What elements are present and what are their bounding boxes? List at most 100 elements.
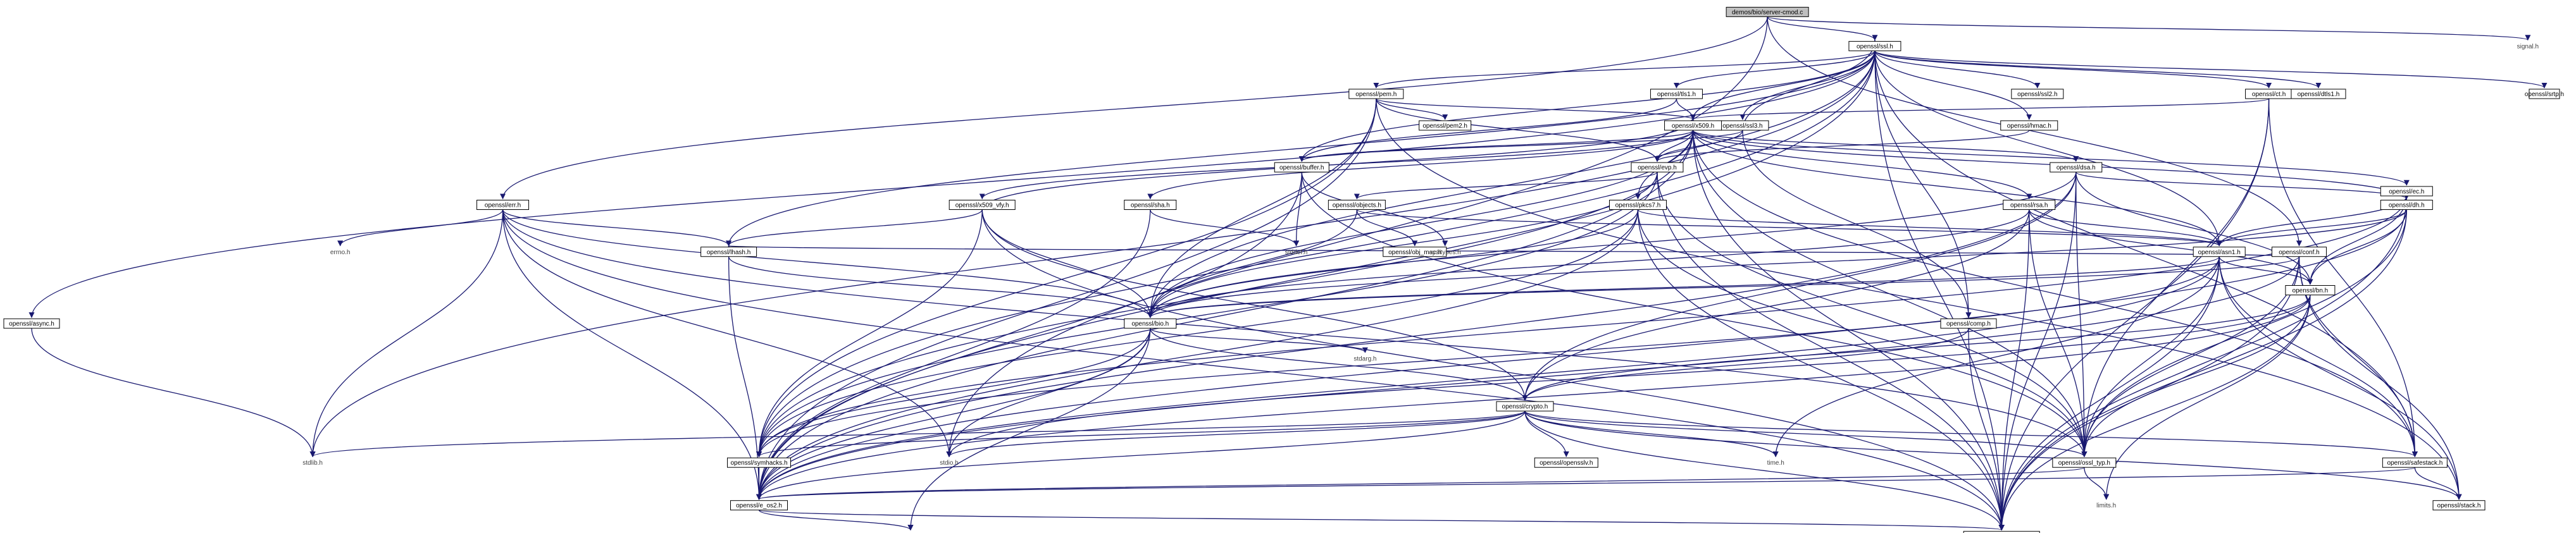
node-x509-vfy[interactable]: openssl/x509_vfy.h	[949, 200, 1016, 210]
node-dh-box	[2380, 200, 2433, 210]
edge-crypto-to-stack	[1524, 410, 2462, 500]
node-pkcs7[interactable]: openssl/pkcs7.h	[1608, 200, 1667, 210]
edge-bn-to-limits	[2103, 295, 2311, 500]
edge-ct-to-ossl_typ	[2081, 98, 2270, 458]
node-x509[interactable]: openssl/x509.h	[1664, 120, 1722, 131]
edges	[28, 16, 2548, 531]
edge-asn1-to-bn	[2218, 256, 2313, 285]
edge-ssl-to-hmac	[1874, 51, 2032, 120]
edge-bio-to-stdint	[907, 328, 1151, 531]
node-obj-mac[interactable]: openssl/obj_mac.h	[1383, 247, 1447, 257]
edge-buffer-to-stddef	[1293, 172, 1302, 247]
node-stdlib-label: stdlib.h	[302, 460, 323, 467]
node-pkcs7-box	[1608, 200, 1667, 210]
edge-x509-to-rsa	[1692, 130, 2032, 200]
node-pem2[interactable]: openssl/pem2.h	[1419, 120, 1472, 131]
edge-server_cmod-to-ssl	[1767, 16, 1878, 41]
node-sha-box	[1124, 200, 1177, 210]
node-ssl[interactable]: openssl/ssl.h	[1848, 40, 1901, 51]
node-tls1-label: openssl/tls1.h	[1657, 91, 1696, 98]
node-bn-box	[2285, 285, 2336, 295]
node-dtls1[interactable]: openssl/dtls1.h	[2291, 89, 2346, 99]
edge-asn1-to-bio	[1147, 256, 2220, 319]
node-lhash[interactable]: openssl/lhash.h	[700, 247, 757, 257]
node-crypto[interactable]: openssl/crypto.h	[1496, 401, 1554, 412]
node-server-cmod-label: demos/bio/server-cmod.c	[1732, 9, 1803, 16]
edge-ssl-to-ct	[1874, 50, 2272, 89]
edge-ct-to-opensslconf	[1998, 98, 2270, 531]
node-time: time.h	[1767, 460, 1784, 467]
edge-async-to-stdlib	[31, 328, 316, 458]
node-dh[interactable]: openssl/dh.h	[2380, 200, 2433, 210]
node-comp[interactable]: openssl/comp.h	[1940, 318, 1997, 329]
node-limits: limits.h	[2096, 503, 2116, 510]
edge-objects-to-asn1	[1356, 209, 2222, 247]
node-opensslv[interactable]: openssl/opensslv.h	[1534, 457, 1598, 468]
node-ct-label: openssl/ct.h	[2252, 91, 2286, 98]
node-bio-label: openssl/bio.h	[1131, 321, 1169, 328]
node-pem2-box	[1419, 120, 1472, 131]
node-e-os2-box	[730, 500, 788, 511]
edge-ossl_typ-to-limits	[2084, 467, 2110, 500]
edge-bn-to-e_os2	[756, 295, 2311, 500]
edge-buffer-to-ossl_typ	[1301, 172, 2088, 458]
edge-err-to-lhash	[502, 209, 732, 247]
node-stdlib: stdlib.h	[302, 460, 323, 467]
edge-x509_vfy-to-opensslconf	[981, 209, 2005, 531]
node-ssl3[interactable]: openssl/ssl3.h	[1716, 120, 1769, 131]
node-e-os2[interactable]: openssl/e_os2.h	[730, 500, 788, 511]
edge-bn-to-crypto	[1522, 295, 2311, 401]
node-conf[interactable]: openssl/conf.h	[2271, 247, 2327, 257]
edge-crypto-to-stdlib	[310, 410, 1526, 458]
node-rsa[interactable]: openssl/rsa.h	[2003, 200, 2056, 210]
node-server-cmod[interactable]: demos/bio/server-cmod.c	[1726, 6, 1809, 17]
node-opensslconf-box	[1963, 530, 2040, 533]
edge-crypto-to-time	[1524, 410, 1779, 458]
edge-conf-to-lhash	[727, 245, 2300, 257]
node-obj-mac-label: openssl/obj_mac.h	[1388, 249, 1441, 256]
edge-x509-to-asn1	[1692, 130, 2222, 247]
edge-x509_vfy-to-crypto	[981, 209, 1528, 401]
node-srtp[interactable]: openssl/srtp.h	[2525, 89, 2564, 99]
node-safestack[interactable]: openssl/safestack.h	[2382, 457, 2448, 468]
node-ct[interactable]: openssl/ct.h	[2245, 89, 2293, 99]
node-asn1[interactable]: openssl/asn1.h	[2193, 247, 2246, 257]
node-bio[interactable]: openssl/bio.h	[1124, 318, 1177, 329]
node-opensslconf[interactable]: openssl/opensslconf.h	[1963, 530, 2040, 533]
node-objects[interactable]: openssl/objects.h	[1328, 200, 1386, 210]
edge-x509_vfy-to-x509	[981, 119, 1696, 210]
node-evp[interactable]: openssl/evp.h	[1631, 162, 1684, 173]
node-bn[interactable]: openssl/bn.h	[2285, 285, 2336, 295]
node-hmac[interactable]: openssl/hmac.h	[2000, 120, 2058, 131]
edge-pem-to-pem2	[1376, 98, 1448, 120]
node-symhacks[interactable]: openssl/symhacks.h	[727, 457, 791, 468]
node-tls1[interactable]: openssl/tls1.h	[1650, 89, 1703, 99]
edge-x509-to-ec	[1692, 130, 2410, 186]
node-stddef-label: stddef.h	[1285, 249, 1308, 256]
edge-objects-to-obj_mac	[1356, 209, 1418, 247]
node-ossl-typ[interactable]: openssl/ossl_typ.h	[2052, 457, 2117, 468]
node-async[interactable]: openssl/async.h	[3, 318, 60, 329]
edge-asn1-to-safestack	[2218, 256, 2418, 458]
node-ec[interactable]: openssl/ec.h	[2380, 186, 2433, 197]
node-buffer[interactable]: openssl/buffer.h	[1274, 162, 1329, 173]
edge-comp-to-crypto	[1522, 328, 1969, 401]
edge-ssl-to-asn1	[1874, 51, 2222, 247]
node-dsa[interactable]: openssl/dsa.h	[2050, 162, 2103, 173]
node-systypes: sys/types.h	[1429, 249, 1461, 256]
node-ssl2[interactable]: openssl/ssl2.h	[2011, 89, 2064, 99]
edge-ssl-to-ssl2	[1874, 51, 2041, 89]
node-sha[interactable]: openssl/sha.h	[1124, 200, 1177, 210]
node-stack[interactable]: openssl/stack.h	[2432, 500, 2486, 511]
node-pem[interactable]: openssl/pem.h	[1348, 89, 1404, 99]
edge-ssl-to-opensslconf	[1874, 51, 2005, 531]
node-err[interactable]: openssl/err.h	[476, 200, 530, 210]
edge-dh-to-ossl_typ	[2081, 209, 2407, 458]
node-ossl-typ-box	[2052, 457, 2117, 468]
node-buffer-label: openssl/buffer.h	[1279, 164, 1324, 171]
node-ssl-label: openssl/ssl.h	[1857, 43, 1893, 50]
node-opensslv-label: openssl/opensslv.h	[1540, 460, 1593, 467]
node-objects-label: openssl/objects.h	[1333, 202, 1381, 209]
node-hmac-box	[2000, 120, 2058, 131]
edge-err-to-e_os2	[502, 209, 762, 500]
